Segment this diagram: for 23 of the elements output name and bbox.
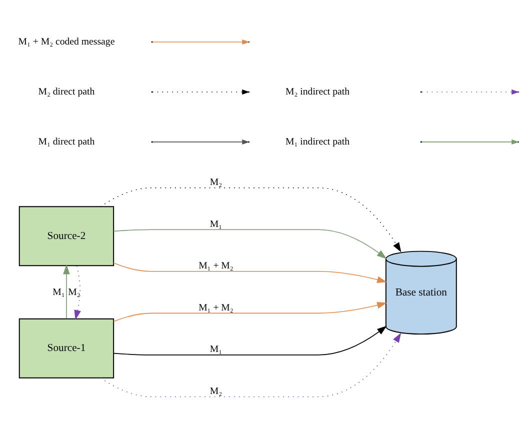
legend-label: M₁ indirect path (286, 136, 350, 147)
legend-label: M₁ direct path (38, 136, 95, 147)
edge-label: M₂ (68, 286, 80, 298)
edge-label: M₂ (210, 385, 222, 396)
edge-label: M₁ (210, 218, 222, 230)
edge-label: M₁ + M₂ (198, 302, 234, 313)
edge-label: M₂ (210, 176, 222, 188)
edge-label: M₁ + M₂ (198, 260, 234, 272)
arrow (100, 332, 402, 397)
legend-label: M₁ + M₂ coded message (18, 36, 115, 48)
arrow (113, 262, 387, 282)
node-box: Source-1 (18, 318, 114, 378)
legend-label: M₂ indirect path (286, 86, 350, 98)
node-box: Source-2 (18, 206, 114, 266)
arrow (74, 265, 81, 320)
arrow (100, 186, 402, 252)
arrow (113, 228, 387, 258)
arrow (113, 325, 387, 355)
legend-label: M₂ direct path (38, 86, 95, 98)
arrow (63, 264, 70, 319)
edge-label: M₁ (52, 286, 65, 298)
arrow (113, 301, 387, 322)
edge-label: M₁ (210, 344, 222, 355)
